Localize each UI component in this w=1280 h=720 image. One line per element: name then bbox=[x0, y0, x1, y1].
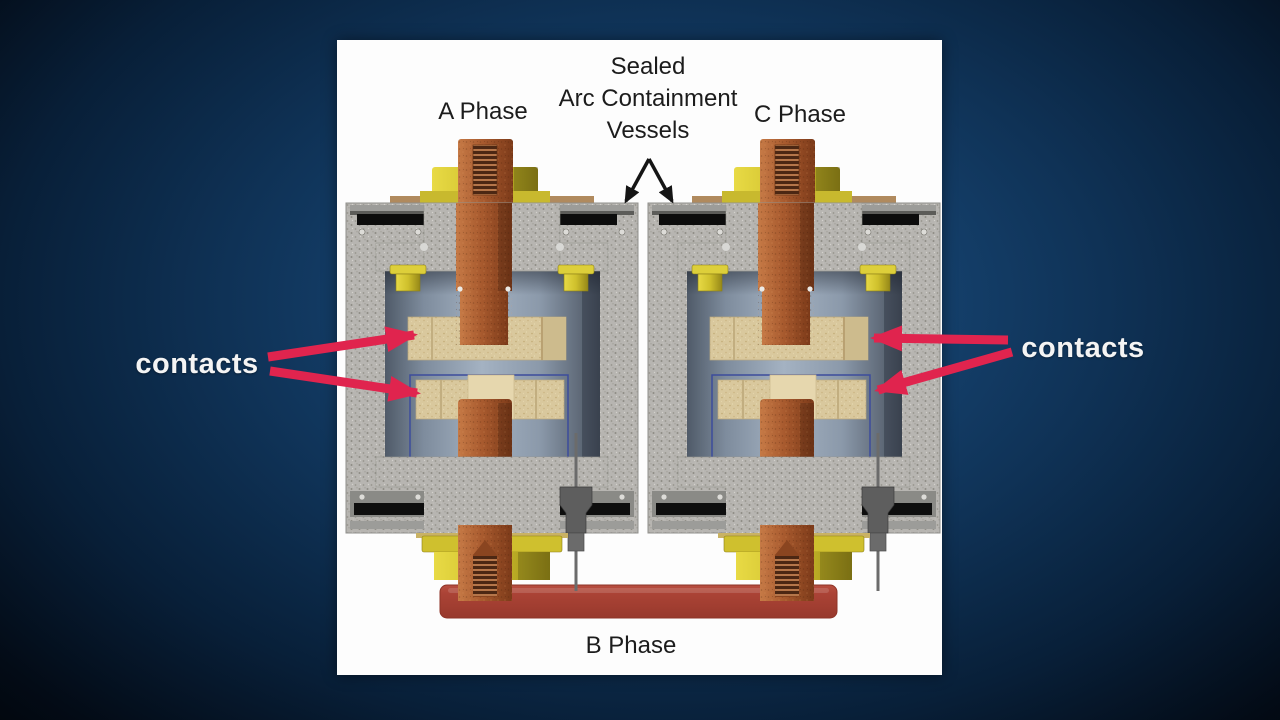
contacts-arrow-right-upper bbox=[870, 325, 1009, 352]
contacts-arrow-left-lower bbox=[269, 366, 421, 402]
vessels-title-line1: Sealed bbox=[610, 53, 686, 80]
label-b-phase: B Phase bbox=[585, 632, 677, 659]
contacts-arrow-left-upper bbox=[267, 326, 418, 362]
vessel-a-phase bbox=[344, 137, 640, 603]
red-contact-arrows bbox=[267, 325, 1014, 402]
vessels-title-line2: Arc Containment bbox=[558, 85, 738, 112]
vessels-arrow-right bbox=[647, 158, 674, 204]
label-a-phase: A Phase bbox=[438, 98, 528, 125]
vessels-title: Sealed Arc Containment Vessels bbox=[498, 51, 798, 147]
black-callout-arrows bbox=[624, 158, 674, 204]
label-c-phase: C Phase bbox=[753, 101, 847, 128]
vessels-arrow-left bbox=[624, 158, 651, 204]
contacts-arrow-right-lower bbox=[874, 347, 1014, 395]
bus-bar-b-phase bbox=[439, 584, 838, 619]
label-contacts-left: contacts bbox=[135, 348, 259, 380]
vessels-title-line3: Vessels bbox=[606, 117, 690, 144]
label-contacts-right: contacts bbox=[1021, 332, 1145, 364]
vessel-c-phase bbox=[646, 137, 942, 603]
